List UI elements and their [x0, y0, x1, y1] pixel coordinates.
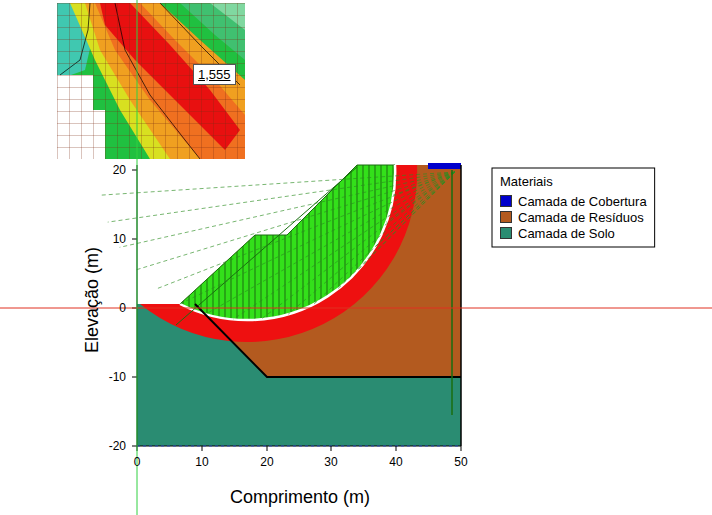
axis-tick-label: 50	[454, 455, 467, 469]
reference-line	[0, 308, 712, 309]
axis-tick-label: 20	[113, 163, 126, 177]
axis-tick-label: 40	[389, 455, 402, 469]
axis-tick-label: 20	[260, 455, 273, 469]
slip-mass	[180, 165, 395, 320]
legend-swatch	[500, 195, 512, 207]
slope-line	[176, 167, 357, 325]
cover-layer	[428, 163, 461, 169]
bottom-boundary	[137, 446, 461, 447]
legend-box: MateriaisCamada de CoberturaCamada de Re…	[492, 168, 655, 247]
axis-tick-label: 0	[119, 301, 126, 315]
factor-of-safety-box: 1,555	[193, 64, 236, 85]
legend-entry: Camada de Cobertura	[500, 193, 647, 209]
factor-of-safety-value: 1,555	[198, 67, 231, 82]
tick-marks	[132, 170, 461, 451]
drain-line	[451, 170, 453, 415]
legend-entry: Camada de Solo	[500, 225, 647, 241]
axis-tick-label: 30	[324, 455, 337, 469]
axis-tick-label: 10	[195, 455, 208, 469]
legend-swatch	[500, 211, 512, 223]
right-boundary	[460, 165, 462, 446]
layer-boundary	[195, 304, 461, 377]
legend-frame	[492, 168, 655, 247]
legend-title: Materiais	[500, 174, 647, 189]
critical-zone	[140, 165, 417, 342]
slip-surface	[180, 165, 395, 320]
axis-tick-label: 0	[134, 455, 141, 469]
waste-layer	[180, 165, 461, 377]
axis-tick-label: 10	[113, 232, 126, 246]
safety-factor-contours	[57, 3, 245, 159]
axis-title: Comprimento (m)	[230, 487, 370, 508]
axis-title: Elevação (m)	[82, 247, 103, 353]
legend-text: Camada de Cobertura	[518, 194, 647, 209]
axis-tick-label: -20	[109, 439, 126, 453]
legend-text: Camada de Solo	[518, 226, 615, 241]
slice-lines	[101, 172, 455, 319]
axis-tick-label: -10	[109, 370, 126, 384]
legend-text: Camada de Resíduos	[518, 210, 644, 225]
legend-swatch	[500, 227, 512, 239]
legend-entry: Camada de Resíduos	[500, 209, 647, 225]
reference-line	[137, 0, 138, 515]
x-axis	[137, 446, 461, 447]
